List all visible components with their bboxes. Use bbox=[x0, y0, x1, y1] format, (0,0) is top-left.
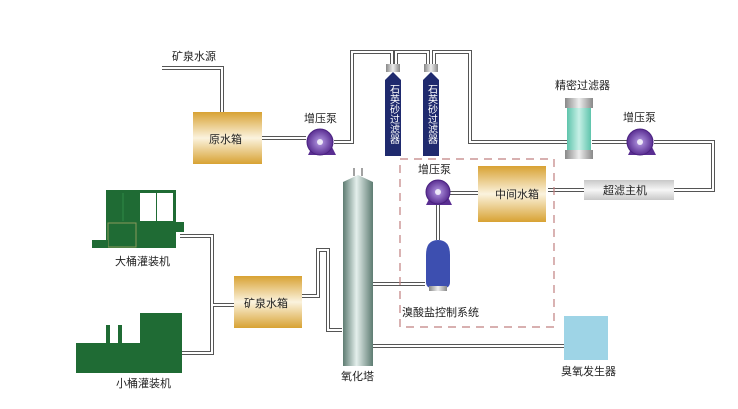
pump-icon bbox=[425, 179, 452, 205]
bromate-control-system-label: 溴酸盐控制系统 bbox=[402, 305, 479, 319]
raw-water-tank[interactable]: 原水箱 bbox=[193, 112, 262, 164]
oxidation-tower[interactable]: 氧化塔 bbox=[341, 168, 374, 383]
mineral-water-tank-label: 矿泉水箱 bbox=[244, 296, 288, 310]
big-bucket-filling-machine-label: 大桶灌装机 bbox=[115, 254, 170, 268]
ultrafiltration-host[interactable]: 超滤主机 bbox=[584, 180, 674, 200]
quartz-sand-filter-2-label: 石英砂过滤器 bbox=[426, 84, 438, 145]
pipe-source bbox=[162, 66, 224, 112]
quartz-sand-filter-1-label: 石英砂过滤器 bbox=[388, 84, 400, 145]
pump-icon bbox=[626, 128, 656, 156]
ultrafiltration-host-label: 超滤主机 bbox=[603, 183, 647, 197]
small-bucket-filling-machine[interactable]: 小桶灌装机 bbox=[76, 313, 182, 390]
pipe-mineral-fillers bbox=[180, 234, 234, 355]
booster-pump-1-label: 增压泵 bbox=[304, 111, 337, 125]
bromate-control-boundary bbox=[399, 158, 555, 328]
pipe-quartz1-quartz2 bbox=[394, 50, 430, 64]
oxidation-tower-label: 氧化塔 bbox=[341, 369, 374, 383]
small-bucket-filling-machine-label: 小桶灌装机 bbox=[116, 376, 171, 390]
intermediate-water-tank-label: 中间水箱 bbox=[495, 187, 539, 201]
pipe-tower-mineral bbox=[302, 248, 342, 332]
quartz-sand-filter-1[interactable]: 石英砂过滤器 bbox=[385, 64, 401, 156]
precision-filter-label: 精密过滤器 bbox=[555, 78, 610, 92]
booster-pump-3-label: 增压泵 bbox=[418, 162, 451, 176]
pipe-pump1-quartz1 bbox=[334, 50, 394, 144]
pipes bbox=[162, 50, 715, 355]
precision-filter[interactable]: 精密过滤器 bbox=[555, 78, 610, 159]
big-bucket-filling-machine[interactable]: 大桶灌装机 bbox=[92, 190, 184, 268]
ozone-generator[interactable]: 臭氧发生器 bbox=[561, 316, 616, 378]
source-label: 矿泉水源 bbox=[172, 49, 216, 63]
intermediate-water-tank[interactable]: 中间水箱 bbox=[478, 166, 546, 222]
booster-pump-1[interactable]: 增压泵 bbox=[304, 111, 337, 156]
quartz-sand-filter-2[interactable]: 石英砂过滤器 bbox=[423, 64, 439, 156]
raw-water-tank-label: 原水箱 bbox=[209, 132, 242, 146]
booster-pump-2-label: 增压泵 bbox=[623, 110, 656, 124]
pump-icon bbox=[306, 128, 336, 156]
booster-pump-2[interactable]: 增压泵 bbox=[623, 110, 656, 156]
bromate-control-vessel[interactable] bbox=[426, 240, 450, 291]
ozone-generator-label: 臭氧发生器 bbox=[561, 364, 616, 378]
booster-pump-3[interactable]: 增压泵 bbox=[418, 162, 452, 205]
mineral-water-tank[interactable]: 矿泉水箱 bbox=[234, 276, 302, 328]
pipe-quartz2-precision bbox=[432, 50, 568, 144]
